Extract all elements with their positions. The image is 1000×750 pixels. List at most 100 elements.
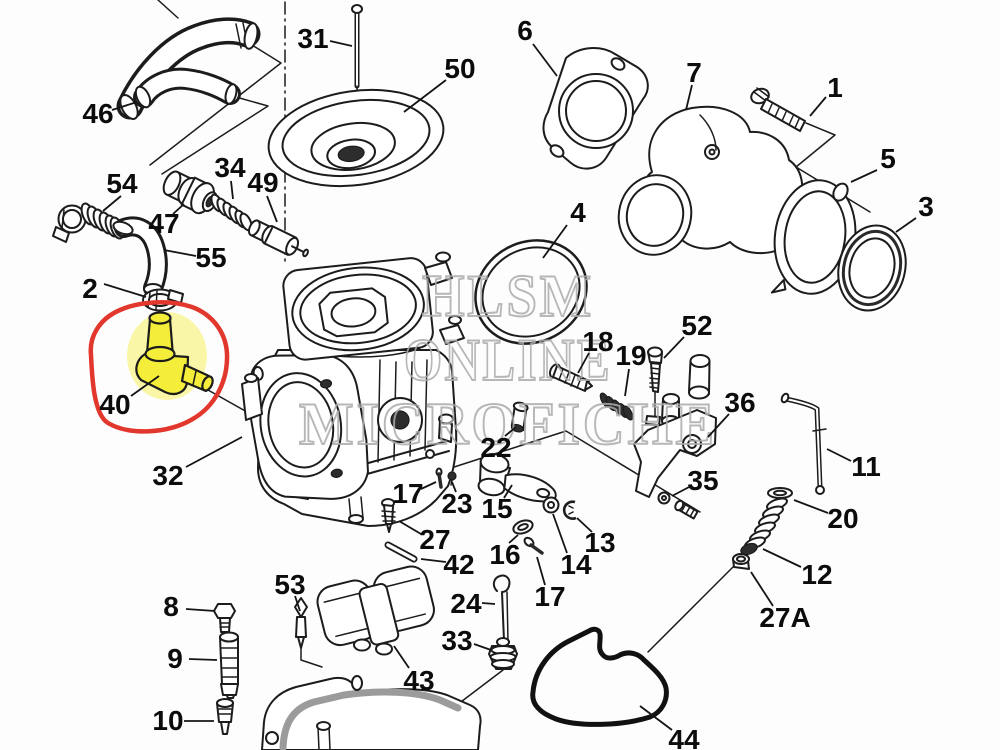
spring-20-12	[740, 487, 793, 556]
part-label-17: 17	[534, 581, 565, 612]
tube-42	[384, 541, 418, 563]
leader-line-11	[826, 448, 852, 462]
leader-line-24	[481, 602, 496, 605]
choke-rod-11	[780, 392, 827, 495]
part-label-10: 10	[152, 705, 183, 736]
screw-52	[645, 346, 663, 426]
part-label-19: 19	[615, 340, 646, 371]
part-label-52: 52	[681, 310, 712, 341]
screw-17b	[523, 536, 544, 555]
valve-seat-15	[477, 453, 557, 503]
red-highlight-circle	[88, 300, 230, 434]
leader-line-3	[895, 217, 917, 233]
leader-line-20	[793, 499, 829, 514]
part-label-31: 31	[297, 23, 328, 54]
gasket-16	[512, 519, 534, 535]
part-label-9: 9	[167, 643, 183, 674]
leader-line-14	[552, 513, 568, 554]
part-label-14: 14	[560, 549, 592, 580]
bolt-1	[750, 87, 806, 132]
leader-line-52	[663, 336, 685, 359]
watermark-line: MICROFICHE	[299, 391, 717, 457]
part-label-11: 11	[851, 451, 881, 482]
part-label-55: 55	[195, 242, 226, 273]
part-label-42: 42	[443, 549, 474, 580]
part-label-15: 15	[481, 493, 512, 524]
spring-34	[210, 193, 253, 232]
part-label-24: 24	[450, 588, 482, 619]
part-label-44: 44	[668, 724, 700, 750]
flange-ring-5	[770, 179, 857, 295]
part-label-7: 7	[686, 57, 702, 88]
leader-line-31	[329, 40, 353, 47]
leader-line-32	[185, 436, 243, 468]
leader-line-15	[503, 484, 513, 499]
part-label-33: 33	[441, 625, 472, 656]
part-label-2: 2	[82, 273, 98, 304]
part-label-23: 23	[441, 488, 472, 519]
part-label-47: 47	[148, 208, 179, 239]
leader-line-36	[707, 413, 730, 438]
vent-hose-55	[112, 216, 168, 298]
leader-line-1	[809, 96, 827, 117]
jet-needle-31	[351, 4, 363, 94]
watermark-line: HLSM	[422, 263, 594, 329]
float-43	[316, 565, 435, 656]
leader-line-17	[420, 481, 437, 490]
leader-line-7	[685, 84, 693, 111]
leader-line-27A	[750, 571, 774, 607]
plunger-22	[510, 401, 529, 433]
plug-23	[447, 471, 457, 486]
jet-8	[213, 603, 236, 633]
leader-line-53	[294, 595, 301, 612]
leader-line-42	[420, 558, 447, 563]
leader-line-54	[102, 195, 122, 212]
leader-line-22	[504, 426, 517, 437]
part-label-46: 46	[82, 98, 113, 129]
part-label-18: 18	[582, 326, 613, 357]
part-label-1: 1	[827, 72, 843, 103]
leader-line-40	[130, 375, 160, 397]
leader-line-5	[850, 169, 878, 183]
part-label-36: 36	[724, 387, 755, 418]
intake-boot-7	[617, 105, 804, 256]
part-label-34: 34	[214, 152, 246, 183]
leader-line-46	[111, 101, 138, 111]
pilot-screw-27	[381, 498, 396, 533]
part-label-53: 53	[274, 569, 305, 600]
clip-27a	[732, 553, 750, 570]
leader-line-43	[393, 645, 410, 669]
float-bowl	[261, 675, 482, 750]
hose-clamp-2	[142, 288, 184, 312]
leader-line-17	[536, 556, 546, 586]
elbow-fitting-40	[127, 311, 214, 400]
bracket-36	[633, 354, 717, 498]
leader-line-47	[172, 203, 185, 215]
cable-end-49	[247, 219, 309, 258]
part-label-35: 35	[687, 465, 718, 496]
leader-line-34	[230, 180, 234, 200]
washer-14	[542, 496, 560, 514]
leader-line-49	[266, 195, 278, 223]
hose-clamp-54	[52, 204, 87, 243]
leader-line-33	[473, 643, 492, 651]
part-label-27A: 27A	[759, 602, 810, 633]
seal-ring-3	[837, 224, 907, 312]
part-label-40: 40	[99, 389, 130, 420]
leader-line-27	[398, 520, 422, 535]
part-label-4: 4	[570, 197, 586, 228]
leader-line-55	[163, 249, 197, 257]
pin-17	[435, 467, 443, 489]
part-label-6: 6	[517, 15, 533, 46]
e-clip-13	[562, 500, 577, 520]
leader-line-6	[532, 43, 558, 77]
leader-line-8	[185, 608, 216, 612]
leader-line-50	[403, 79, 447, 113]
leader-line-9	[188, 658, 218, 661]
rod-24	[492, 574, 511, 645]
part-label-43: 43	[403, 665, 434, 696]
part-label-12: 12	[801, 559, 832, 590]
